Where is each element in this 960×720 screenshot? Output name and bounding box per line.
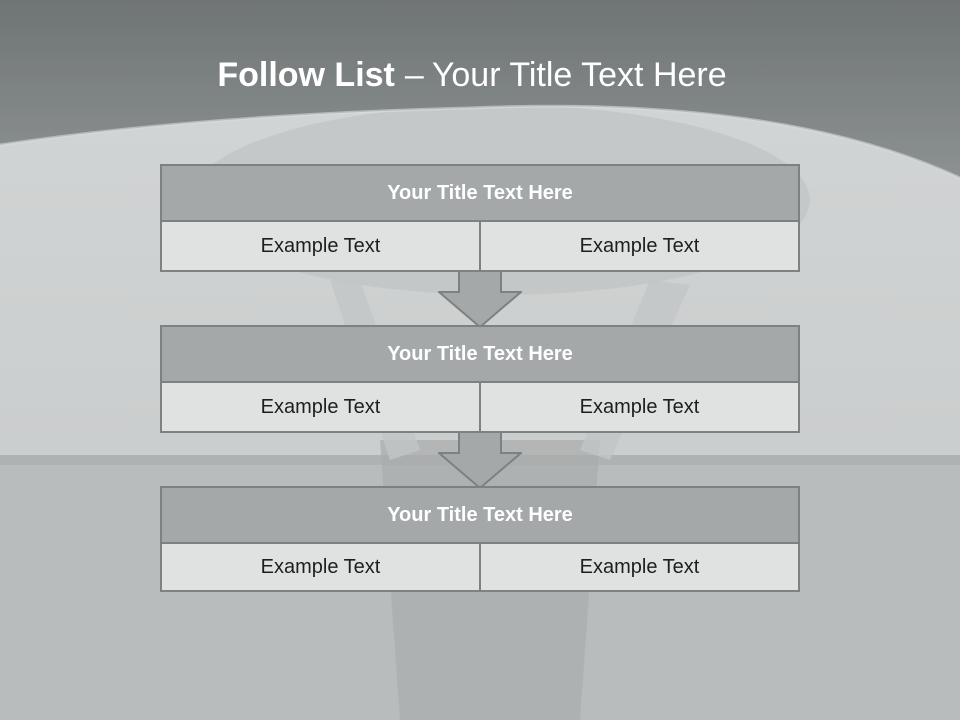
step-title-2: Your Title Text Here [162, 327, 798, 383]
down-arrow-icon [438, 431, 522, 489]
slide-title: Follow List–Your Title Text Here [0, 52, 944, 98]
step-box-3: Your Title Text Here Example Text Exampl… [160, 486, 800, 592]
slide-title-dash: – [404, 56, 424, 94]
step-title-3: Your Title Text Here [162, 488, 798, 544]
slide-title-bold: Follow List [217, 56, 395, 94]
slide-title-text: Your Title Text Here [431, 56, 727, 94]
step-2-right-text: Example Text [479, 383, 798, 431]
step-1-left-text: Example Text [162, 222, 479, 270]
step-box-2: Your Title Text Here Example Text Exampl… [160, 325, 800, 433]
step-3-right-text: Example Text [479, 544, 798, 590]
step-1-right-text: Example Text [479, 222, 798, 270]
step-2-left-text: Example Text [162, 383, 479, 431]
step-title-1: Your Title Text Here [162, 166, 798, 222]
down-arrow-icon [438, 270, 522, 328]
step-3-left-text: Example Text [162, 544, 479, 590]
step-box-1: Your Title Text Here Example Text Exampl… [160, 164, 800, 272]
